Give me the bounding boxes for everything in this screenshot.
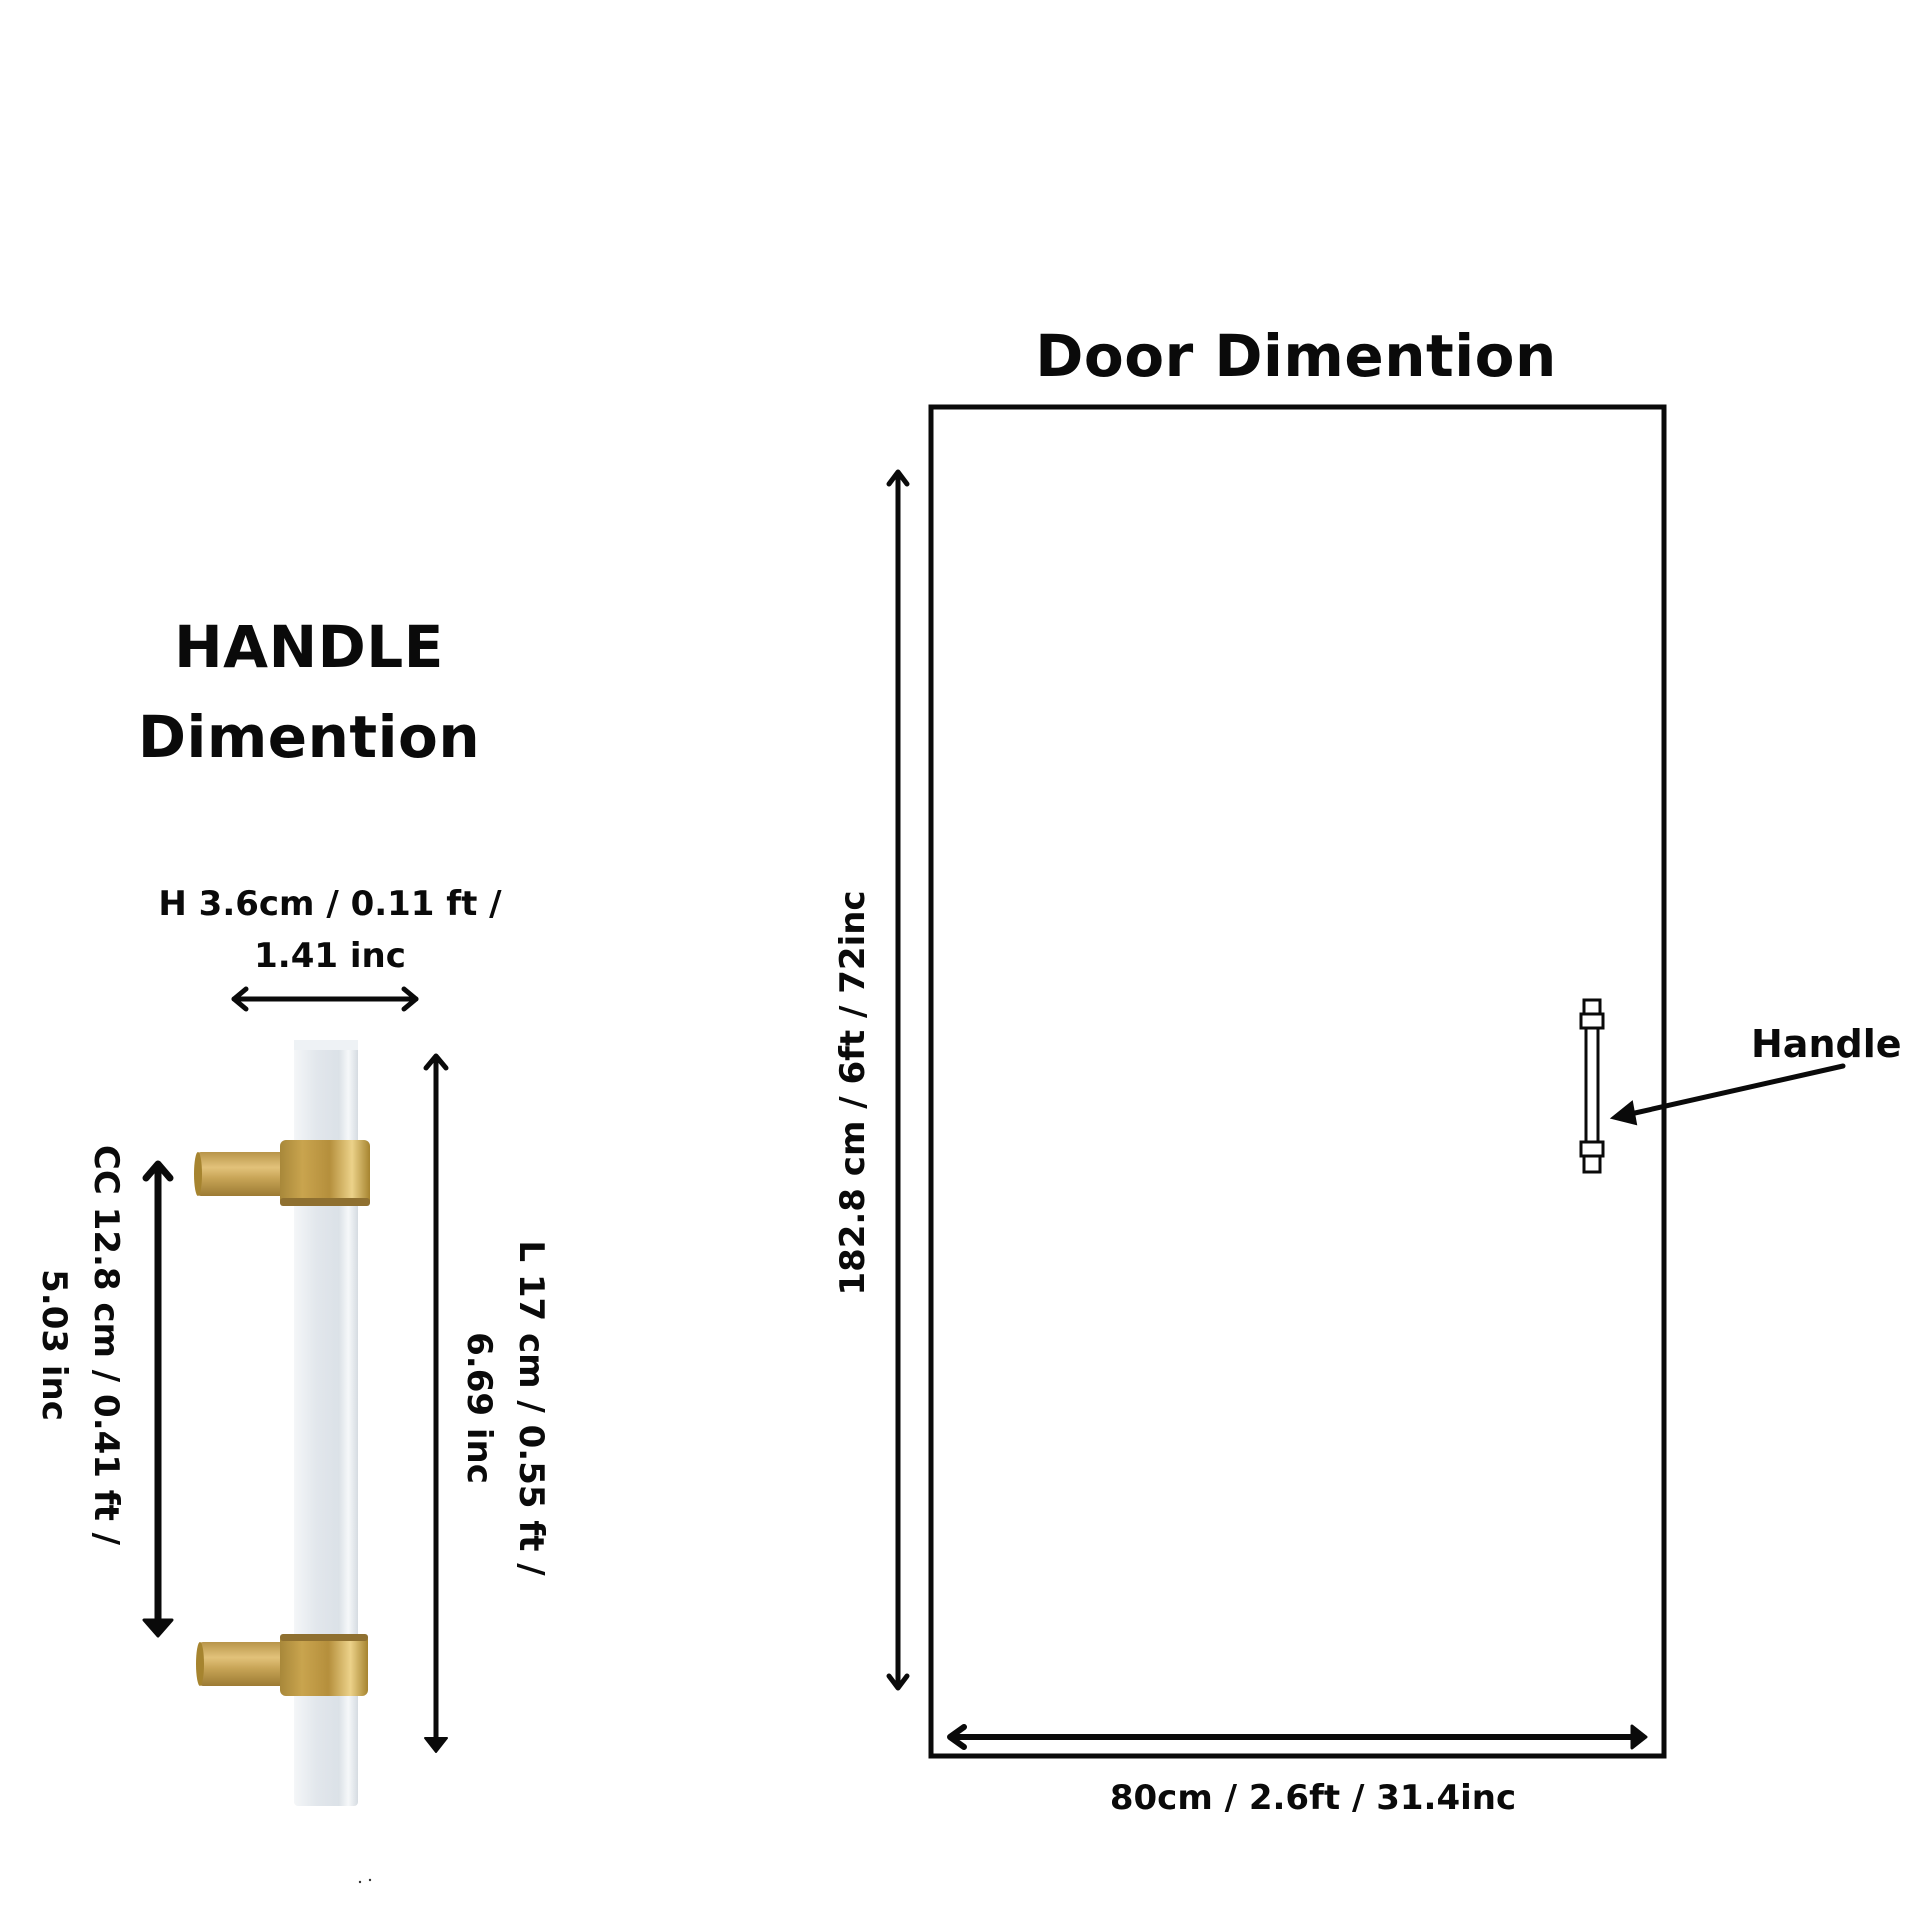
handle-callout-label: Handle (1751, 1022, 1902, 1066)
handle-title-line2: Dimention (137, 703, 481, 771)
handle-height-label-line2: 1.41 inc (254, 936, 406, 977)
handle-title-line1: HANDLE (174, 613, 444, 681)
door-width-arrow (947, 1724, 1648, 1750)
handle-length-arrow (423, 1053, 449, 1753)
handle-height-label: H 3.6cm / 0.11 ft / 1.41 inc (158, 882, 501, 978)
door-dimension-title: Door Dimention (1035, 322, 1557, 390)
handle-top-bracket (194, 1140, 370, 1206)
handle-height-arrow (231, 986, 419, 1012)
speck (358, 1880, 362, 1884)
door-outline (928, 404, 1667, 1759)
handle-dimension-title: HANDLE Dimention (138, 618, 480, 766)
handle-bottom-bracket (196, 1634, 368, 1696)
door-width-label: 80cm / 2.6ft / 31.4inc (1109, 1778, 1517, 1818)
handle-callout-arrow (1609, 1063, 1846, 1126)
door-handle-icon (1579, 998, 1605, 1174)
handle-cc-arrow (142, 1160, 174, 1638)
speck (368, 1878, 372, 1882)
handle-bar (294, 1040, 358, 1806)
handle-height-label-line1: H 3.6cm / 0.11 ft / (158, 884, 502, 924)
door-height-arrow (886, 469, 910, 1691)
door-height-label: 182.8 cm / 6ft / 72inc (832, 890, 873, 1296)
